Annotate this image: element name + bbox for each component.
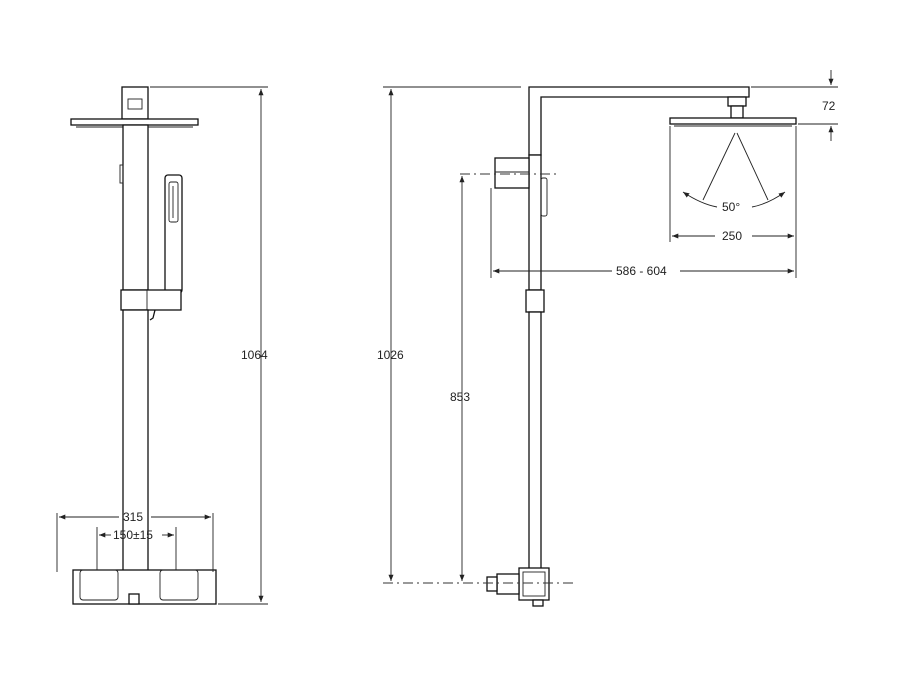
side-valve-nut bbox=[486, 576, 498, 592]
dim-head-drop: 72 bbox=[822, 99, 836, 113]
side-valve-face bbox=[522, 571, 546, 597]
dim-inlet-centers: 150±15 bbox=[113, 528, 153, 542]
side-holder-block bbox=[494, 157, 530, 189]
side-lower-riser bbox=[528, 311, 542, 571]
front-holder-block bbox=[120, 289, 182, 311]
side-upper-riser bbox=[528, 154, 542, 291]
front-valve-outlet bbox=[128, 593, 140, 605]
front-bracket-window bbox=[127, 98, 143, 110]
spray-line-left bbox=[702, 132, 736, 201]
dim-outlet-height: 853 bbox=[450, 390, 470, 404]
side-valve-body bbox=[518, 567, 550, 601]
spray-line-right bbox=[736, 132, 769, 201]
side-valve-connector bbox=[496, 573, 520, 595]
front-hand-shower bbox=[164, 174, 183, 294]
dim-head-diameter: 250 bbox=[722, 229, 742, 243]
front-riser-clip bbox=[119, 164, 124, 184]
front-hand-shower-face bbox=[168, 181, 179, 223]
side-hand-shower-profile bbox=[540, 177, 548, 217]
front-top-bracket bbox=[121, 86, 149, 120]
dim-arm-projection: 586 - 604 bbox=[616, 264, 667, 278]
dim-valve-width: 315 bbox=[123, 510, 143, 524]
side-head-connector bbox=[727, 96, 747, 107]
dim-front-total-height: 1064 bbox=[241, 348, 268, 362]
side-head-swivel bbox=[730, 105, 744, 119]
dim-spray-angle: 50° bbox=[722, 200, 740, 214]
front-view: 1064 315 150±15 bbox=[56, 86, 268, 605]
front-valve-right-handle bbox=[159, 569, 199, 601]
front-valve-body bbox=[72, 569, 217, 605]
spray-arc-right bbox=[751, 191, 786, 208]
spray-arc-left bbox=[682, 191, 718, 208]
front-valve-left-handle bbox=[79, 569, 119, 601]
dim-side-height: 1026 bbox=[377, 348, 404, 362]
side-valve-outlet bbox=[532, 599, 544, 607]
front-shower-head bbox=[70, 118, 199, 126]
front-holder-hook bbox=[149, 309, 156, 321]
side-view: 50° 1026 853 586 - 604 bbox=[377, 70, 838, 607]
front-upper-riser bbox=[122, 124, 149, 291]
side-shower-head bbox=[669, 117, 797, 125]
side-coupling-sleeve bbox=[525, 289, 545, 313]
